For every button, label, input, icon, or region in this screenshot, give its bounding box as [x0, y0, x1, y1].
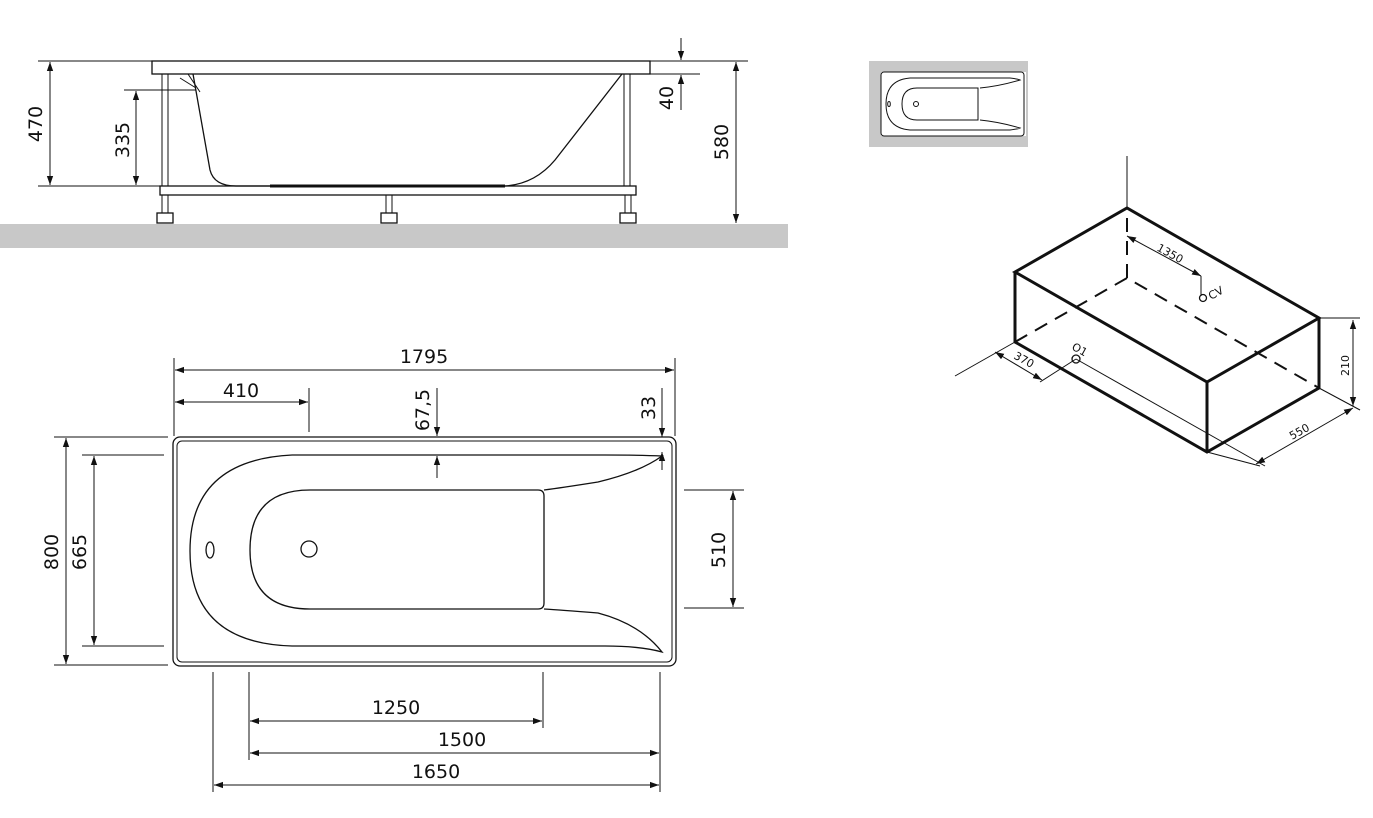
installation-thumbnail [869, 61, 1028, 147]
o1-outlet-icon [1071, 354, 1081, 364]
tub-rim [151, 60, 651, 75]
cv-outlet-icon [1198, 293, 1208, 303]
leg [156, 194, 174, 224]
dim-40: 40 [656, 86, 678, 110]
dim-210: 210 [1339, 355, 1352, 376]
floor [0, 224, 788, 248]
dim-1350: 1350 [1155, 241, 1186, 266]
dim-410: 410 [223, 380, 259, 402]
dim-67-5: 67,5 [412, 389, 434, 431]
drain-icon [300, 540, 318, 558]
inner-bowl [189, 454, 664, 654]
dim-1500: 1500 [438, 729, 486, 751]
dim-580: 580 [711, 124, 733, 160]
dim-1650: 1650 [412, 761, 460, 783]
tub-outline-outer [172, 436, 677, 667]
tub-body [192, 73, 623, 187]
dim-1250: 1250 [372, 697, 420, 719]
dim-335: 335 [112, 122, 134, 158]
dim-665: 665 [69, 534, 91, 570]
top-view: 1795 410 67,5 33 800 665 510 1250 [41, 346, 744, 792]
dim-33: 33 [638, 396, 660, 420]
thumb-tub [880, 71, 1025, 137]
side-view: 470 335 40 580 [0, 38, 788, 248]
dim-800: 800 [41, 534, 63, 570]
dim-510: 510 [708, 532, 730, 568]
overflow-icon [205, 541, 215, 559]
dim-1795: 1795 [400, 346, 448, 368]
dim-470: 470 [25, 106, 47, 142]
bottom-flat [249, 489, 545, 610]
label-cv: CV [1206, 284, 1226, 303]
tub-outline-inner [176, 440, 673, 663]
iso-view: 1350 CV O1 370 210 550 [954, 156, 1361, 467]
leg [380, 194, 398, 224]
support-frame [159, 185, 637, 196]
leg [619, 194, 637, 224]
